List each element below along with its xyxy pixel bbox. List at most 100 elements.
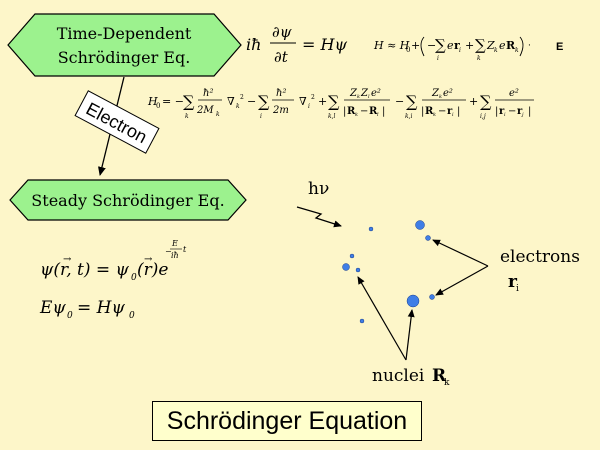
svg-text:k: k (494, 47, 498, 54)
svg-text:+: + (318, 95, 327, 108)
svg-text:2M: 2M (196, 105, 214, 116)
svg-text:∑: ∑ (435, 36, 446, 54)
svg-text:ħ²: ħ² (203, 88, 213, 99)
h0-lhs: H (147, 95, 158, 108)
psi-exp-den: iħ (171, 251, 179, 260)
svg-text:R: R (506, 39, 516, 52)
psi-equation: ψ(r, t) = ψ → 0 (r)e → E − iħ t (40, 239, 187, 283)
psi-rhs: (r)e (137, 260, 168, 280)
svg-text:2: 2 (240, 94, 244, 101)
svg-text:→: → (144, 254, 153, 265)
svg-text:k: k (216, 111, 220, 118)
electrons-r: r (508, 272, 518, 292)
eig-rhs: = Hψ (77, 298, 125, 318)
electron-particle (355, 267, 361, 273)
svg-text:k: k (439, 94, 442, 100)
svg-text:−: − (508, 106, 516, 117)
electron-particle (368, 226, 374, 232)
svg-text:k: k (185, 113, 189, 120)
electrons-label: electrons (500, 247, 580, 267)
nuclei-arrow-left (357, 276, 407, 361)
svg-text:R: R (425, 106, 434, 117)
svg-text:−: − (247, 95, 256, 108)
nuclei-R-sub: k (444, 378, 450, 388)
electrons-r-sub: i (516, 284, 519, 294)
svg-text:−: − (165, 247, 172, 256)
time-dependent-label-line2: Schrödinger Eq. (58, 48, 191, 67)
svg-text:∑: ∑ (480, 92, 492, 111)
svg-text:e: e (447, 39, 454, 52)
svg-text:i: i (459, 47, 461, 54)
nuclei-arrow-right (405, 309, 415, 361)
svg-text:r: r (517, 106, 523, 117)
psi-exp-num: E (171, 239, 178, 248)
svg-text:∑: ∑ (475, 36, 486, 54)
svg-text:k,i: k,i (405, 113, 413, 120)
td-rhs: = Hψ (302, 35, 347, 54)
electron-particle (359, 318, 365, 324)
svg-text:i: i (308, 103, 310, 110)
steady-label: Steady Schrödinger Eq. (31, 191, 224, 210)
svg-text:2: 2 (311, 94, 315, 101)
td-ihbar: iħ (246, 35, 261, 54)
svg-text:Z: Z (360, 88, 369, 99)
h-approx-sub0: 0 (406, 46, 410, 54)
svg-text:j: j (521, 112, 524, 118)
electron-tag: Electron (74, 90, 160, 154)
svg-text:|: | (421, 106, 424, 117)
svg-text:l: l (377, 112, 379, 118)
h0-equation: H 0 = − ∑ k ħ² 2M k ∇ k 2 − ∑ i ħ² 2m ∇ … (147, 88, 534, 120)
h-approx-equation: H ≈ H 0 + − ∑ i e r i + ∑ k Z k e R k · … (373, 36, 563, 62)
td-dpsi: ∂ψ (272, 23, 292, 41)
electron-arrow-lower (435, 265, 489, 296)
svg-text:+: + (469, 95, 478, 108)
time-dependent-box (7, 13, 242, 77)
svg-text:R: R (347, 106, 356, 117)
svg-text:k: k (357, 94, 360, 100)
svg-text:+: + (465, 39, 474, 52)
svg-text:Z: Z (349, 88, 358, 99)
svg-text:∑: ∑ (258, 92, 270, 111)
svg-text:k,l: k,l (328, 113, 336, 120)
svg-text:∇: ∇ (299, 95, 307, 108)
svg-text:r: r (454, 39, 460, 52)
svg-text:−: − (360, 106, 368, 117)
svg-text:r: r (447, 106, 453, 117)
svg-text:e²: e² (371, 88, 381, 99)
td-dt: ∂t (274, 48, 289, 66)
electron-arrow-upper (432, 239, 489, 267)
svg-text:l: l (368, 94, 370, 100)
svg-text:i: i (504, 112, 506, 118)
nuclei-R: R (432, 366, 447, 386)
psi-lhs: ψ(r, t) = ψ (40, 260, 130, 280)
electron-particle (429, 294, 435, 300)
electron-particle (342, 263, 350, 271)
nucleus-particle (415, 220, 425, 230)
h-approx-lhs: H ≈ H (373, 39, 410, 52)
svg-text:−: − (438, 106, 446, 117)
svg-text:k: k (515, 47, 519, 54)
photon-arrow (296, 206, 342, 228)
slide-title: Schrödinger Equation (152, 401, 422, 441)
h-approx-field: E (556, 41, 563, 53)
particle-cloud (342, 220, 435, 324)
svg-text:i,j: i,j (480, 113, 486, 120)
svg-text:|: | (528, 106, 531, 117)
svg-text:e²: e² (509, 88, 519, 99)
psi-exp-t: t (183, 245, 187, 254)
svg-text:+: + (411, 39, 420, 52)
svg-text:ħ²: ħ² (276, 88, 286, 99)
svg-text:k: k (355, 112, 358, 118)
svg-text:k: k (236, 103, 240, 110)
svg-text:·: · (528, 41, 531, 51)
electron-particle (425, 235, 431, 241)
svg-text:∑: ∑ (406, 92, 418, 111)
svg-text:|: | (343, 106, 346, 117)
svg-text:k: k (477, 55, 481, 62)
svg-text:Z: Z (431, 88, 440, 99)
svg-text:|: | (457, 106, 460, 117)
svg-text:i: i (437, 55, 439, 62)
svg-text:r: r (499, 106, 505, 117)
svg-text:R: R (369, 106, 378, 117)
